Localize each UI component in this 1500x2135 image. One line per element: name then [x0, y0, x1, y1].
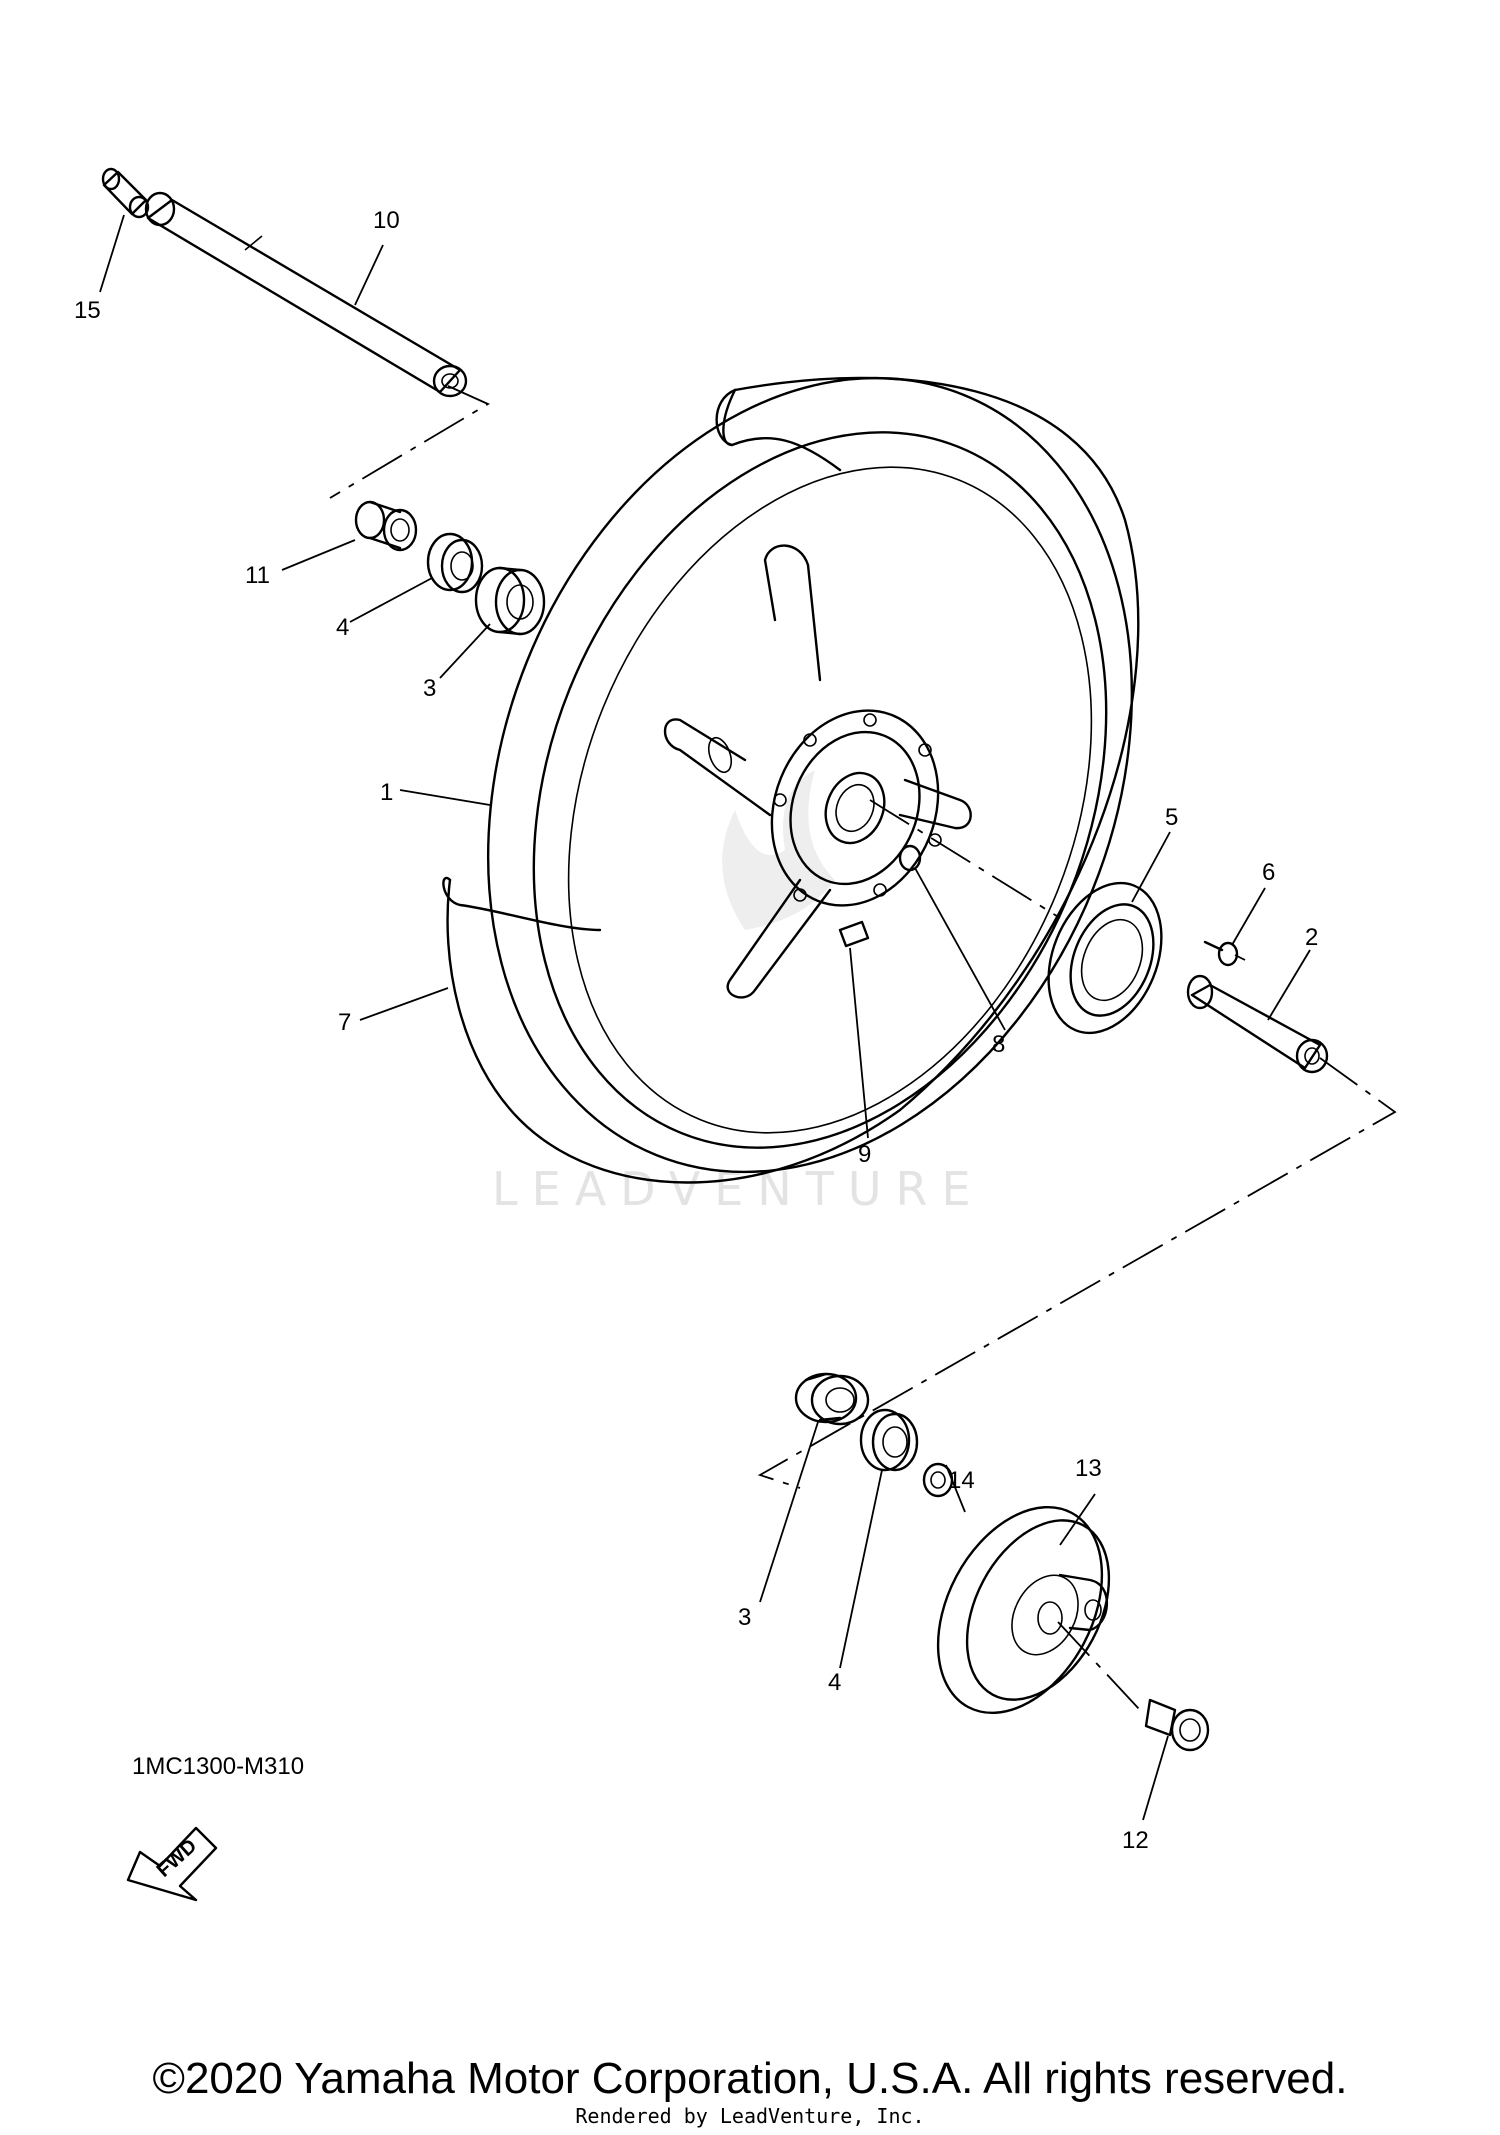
- oil-seal-part-4-lower: [859, 1408, 919, 1472]
- callout-3-upper: 3: [423, 675, 436, 702]
- gear-unit-part-14: [936, 1505, 1111, 1715]
- callout-6: 6: [1262, 859, 1275, 886]
- leader-lines: [99, 214, 1311, 1821]
- axle-part-10: [144, 191, 468, 398]
- bearing-part-3-upper: [474, 566, 546, 636]
- oil-seal-part-4-upper: [426, 532, 484, 594]
- collar-part-8: [898, 844, 922, 872]
- drawing-code: 1MC1300-M310: [132, 1753, 305, 1780]
- callout-4-upper: 4: [336, 614, 349, 641]
- collar-part-13: [101, 167, 150, 219]
- callouts: 10 15 11 4 3 1 7 8 5 6 2 9 3 4 14 13 12: [74, 207, 1318, 1854]
- callout-3-lower: 3: [738, 1604, 751, 1631]
- watermark-text: LEADVENTURE: [492, 1162, 985, 1216]
- callout-7: 7: [338, 1009, 351, 1036]
- callout-5: 5: [1165, 804, 1178, 831]
- callout-11: 11: [245, 562, 270, 589]
- screw-part-6: [1203, 940, 1239, 967]
- fwd-label: FWD: [153, 1835, 202, 1882]
- callout-9: 9: [858, 1141, 871, 1168]
- callout-14: 13: [1075, 1455, 1102, 1482]
- callout-13: 15: [74, 297, 101, 324]
- callout-1: 1: [380, 779, 393, 806]
- seal-part-5: [1047, 881, 1163, 1035]
- callout-15: 14: [948, 1467, 975, 1494]
- callout-12: 12: [1122, 1827, 1149, 1854]
- callout-10: 10: [373, 207, 400, 234]
- callout-2: 2: [1305, 924, 1318, 951]
- collar-part-2: [1186, 974, 1329, 1074]
- callout-4-lower: 4: [828, 1669, 841, 1696]
- bolt-part-12: [1144, 1698, 1210, 1752]
- bearing-part-3-lower: [794, 1372, 870, 1426]
- fwd-arrow-icon: FWD: [126, 1826, 218, 1902]
- rendered-by-notice: Rendered by LeadVenture, Inc.: [575, 2104, 925, 2128]
- centerlines: [329, 385, 1397, 1711]
- valve-part-9: [838, 920, 870, 948]
- callout-8: 8: [992, 1031, 1005, 1058]
- spacer-part-11: [354, 500, 418, 552]
- wheel-part-1: [486, 376, 1134, 1174]
- tire-part-7: [442, 376, 1140, 1184]
- copyright-notice: ©2020 Yamaha Motor Corporation, U.S.A. A…: [152, 2054, 1348, 2103]
